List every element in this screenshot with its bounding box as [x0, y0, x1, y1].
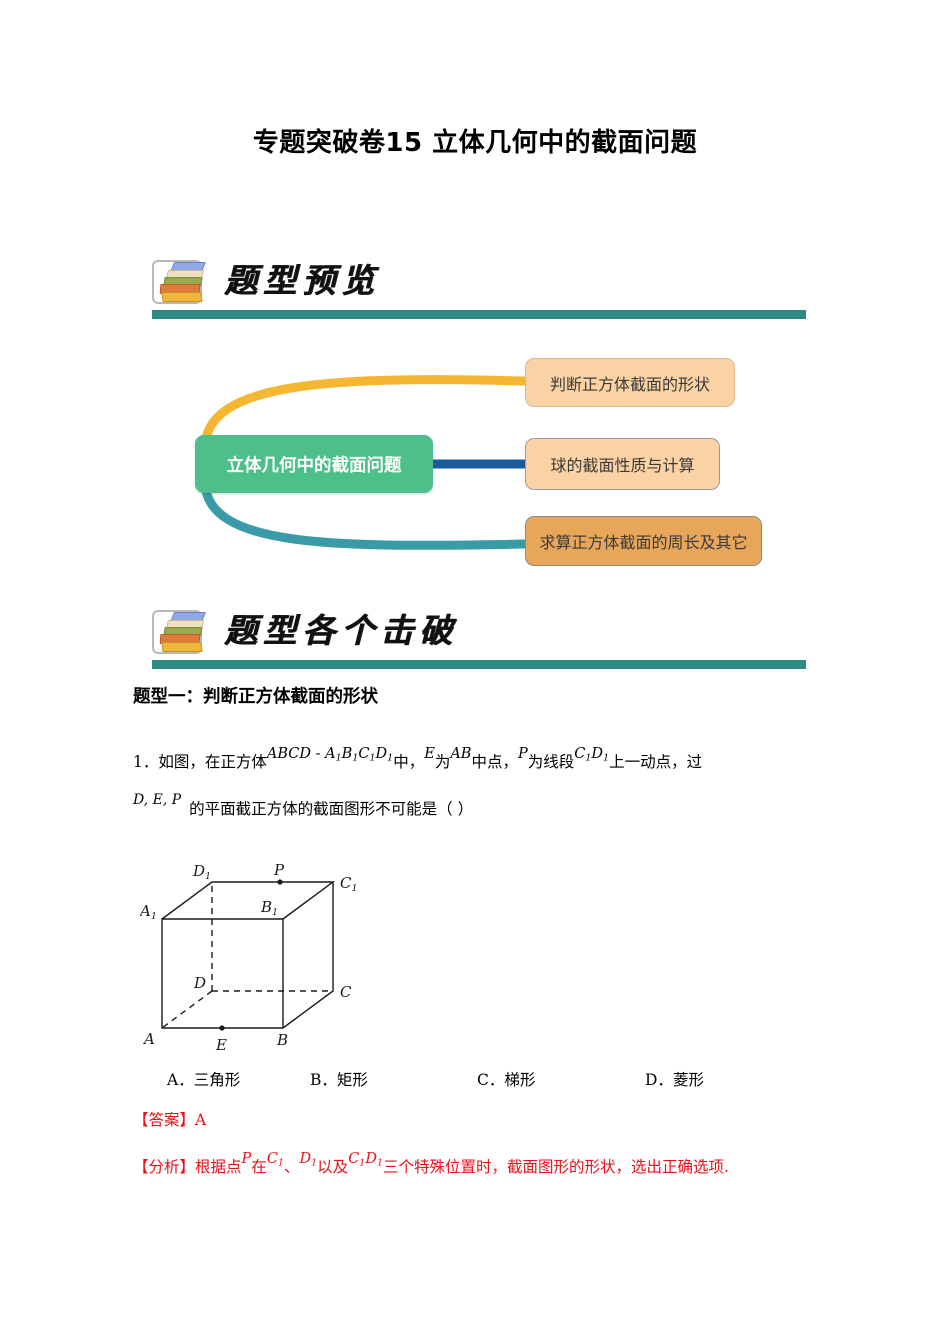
- section-rule-overview: [152, 310, 806, 319]
- question-type-heading: 题型一：判断正方体截面的形状: [133, 687, 378, 707]
- analysis-part2: 在: [251, 1158, 267, 1176]
- cube-hidden-edge-DA: [161, 990, 213, 1029]
- mindmap-branch-3-label: 求算正方体截面的周长及其它: [539, 533, 748, 552]
- cube-diagram-svg: A B C D A1 B1 C1 D1 E P: [138, 861, 358, 1054]
- cube-label-D1: D1: [192, 862, 211, 882]
- cube-label-B: B: [276, 1031, 288, 1049]
- mindmap-center-node[interactable]: 立体几何中的截面问题: [195, 435, 433, 493]
- books-icon: [152, 256, 214, 306]
- option-b[interactable]: B．矩形: [310, 1068, 368, 1090]
- math-segment-AB: AB: [450, 746, 472, 762]
- option-c[interactable]: C．梯形: [477, 1068, 535, 1090]
- books-icon: [152, 606, 214, 656]
- analysis-label: 【分析】: [133, 1158, 196, 1176]
- question-line1-part1: 如图，在正方体: [158, 753, 267, 771]
- cube-right-face: [282, 882, 334, 1029]
- mindmap-branch-2[interactable]: 球的截面性质与计算: [525, 438, 720, 490]
- question-line2-text: 的平面截正方体的截面图形不可能是（ ）: [189, 800, 474, 818]
- cube-label-A: A: [142, 1030, 155, 1048]
- option-a-label: 三角形: [193, 1071, 241, 1089]
- math-point-E: E: [424, 746, 435, 762]
- cube-top-face: [161, 881, 336, 920]
- question-line1-part4: 中点，: [471, 753, 518, 771]
- question-line1-part3: 为: [434, 753, 451, 771]
- question-number: 1．: [133, 753, 159, 771]
- cube-label-A1: A1: [140, 902, 157, 922]
- cube-label-E: E: [215, 1036, 227, 1053]
- question-line1-part6: 上一动点，过: [609, 753, 703, 771]
- option-b-label: 矩形: [336, 1071, 368, 1089]
- cube-label-C: C: [340, 983, 352, 1001]
- section-title-overview: 题型预览: [224, 261, 380, 300]
- mindmap-branch-2-label: 球的截面性质与计算: [550, 456, 695, 475]
- option-d-key: D．: [645, 1071, 673, 1089]
- answer-line: 【答案】A: [133, 1108, 206, 1130]
- mindmap-branch-1[interactable]: 判断正方体截面的形状: [525, 358, 735, 407]
- question-text-line1: 1．如图，在正方体ABCD - A1B1C1D1中，E为AB中点，P为线段C1D…: [133, 746, 703, 772]
- question-line1-part2: 中，: [393, 753, 425, 771]
- answer-options: A．三角形 B．矩形 C．梯形 D．菱形: [167, 1068, 787, 1094]
- section-header-breakdown: 题型各个击破: [152, 604, 812, 676]
- analysis-math-D1: D1: [299, 1151, 318, 1169]
- mindmap-connectors: [200, 375, 530, 550]
- analysis-math-C1D1: C1D1: [348, 1151, 384, 1169]
- math-points-DEP: D, E, P: [133, 792, 182, 808]
- option-a-key: A．: [167, 1071, 194, 1089]
- mindmap-branch-1-label: 判断正方体截面的形状: [549, 374, 710, 394]
- question-text-line2: D, E, P 的平面截正方体的截面图形不可能是（ ）: [133, 792, 474, 819]
- option-d[interactable]: D．菱形: [645, 1068, 704, 1090]
- option-b-key: B．: [310, 1071, 337, 1089]
- math-segment-C1D1: C1D1: [574, 746, 610, 764]
- cube-figure: A B C D A1 B1 C1 D1 E P: [138, 858, 390, 1054]
- analysis-part5: 三个特殊位置时，截面图形的形状，选出正确选项.: [383, 1158, 729, 1176]
- connector-curve-top: [200, 375, 530, 453]
- analysis-part3: 、: [283, 1158, 300, 1176]
- mindmap-branch-3[interactable]: 求算正方体截面的周长及其它: [525, 516, 762, 566]
- mindmap: 立体几何中的截面问题 判断正方体截面的形状 球的截面性质与计算 求算正方体截面的…: [180, 348, 800, 583]
- analysis-part4: 以及: [317, 1158, 349, 1176]
- math-point-P: P: [517, 746, 528, 762]
- section-header-overview: 题型预览: [152, 254, 812, 326]
- section-rule-breakdown: [152, 660, 806, 669]
- option-d-label: 菱形: [672, 1071, 704, 1089]
- analysis-line: 【分析】根据点P在C1、D1以及C1D1三个特殊位置时，截面图形的形状，选出正确…: [133, 1151, 729, 1177]
- analysis-math-P: P: [241, 1151, 252, 1167]
- cube-label-B1: B1: [260, 898, 278, 918]
- option-a[interactable]: A．三角形: [167, 1068, 240, 1090]
- cube-label-P: P: [273, 861, 285, 879]
- point-marker-E: [219, 1025, 225, 1031]
- section-title-breakdown: 题型各个击破: [224, 611, 458, 650]
- analysis-math-C1: C1: [266, 1151, 284, 1169]
- cube-front-face: [161, 918, 284, 1029]
- mindmap-center-label: 立体几何中的截面问题: [226, 455, 402, 476]
- answer-value: A: [195, 1111, 207, 1129]
- answer-label: 【答案】: [133, 1111, 196, 1129]
- point-marker-P: [277, 879, 283, 885]
- cube-label-D: D: [193, 974, 206, 992]
- math-cube-name: ABCD - A1B1C1D1: [266, 746, 394, 764]
- analysis-part1: 根据点: [195, 1158, 242, 1176]
- connector-curve-bottom: [200, 476, 530, 550]
- option-c-label: 梯形: [504, 1071, 536, 1089]
- page-title: 专题突破卷15 立体几何中的截面问题: [252, 128, 698, 158]
- cube-label-C1: C1: [340, 874, 358, 894]
- question-line1-part5: 为线段: [527, 753, 575, 771]
- option-c-key: C．: [477, 1071, 505, 1089]
